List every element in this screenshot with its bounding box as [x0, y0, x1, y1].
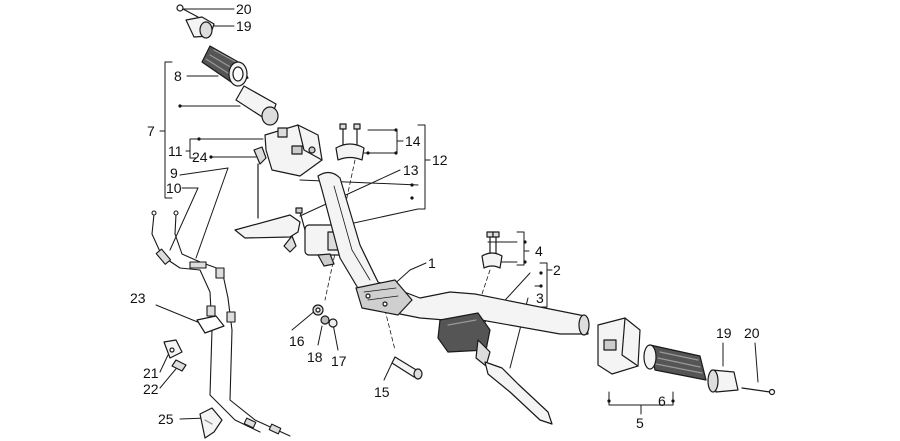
callout-14: 14 [405, 133, 421, 149]
callout-20-right: 20 [744, 325, 760, 341]
left-brake-lever [234, 214, 301, 253]
left-grip [201, 45, 249, 87]
right-grip [643, 344, 707, 381]
callout-18: 18 [307, 349, 323, 365]
callout-19-top: 19 [236, 18, 252, 34]
bar-end-weight-right [707, 369, 739, 393]
right-brake-lever [484, 361, 553, 425]
callout-8: 8 [174, 68, 182, 84]
throttle-tube [235, 85, 279, 126]
callout-9: 9 [170, 165, 178, 181]
callout-21: 21 [143, 365, 159, 381]
handlebar-frame [317, 171, 590, 336]
callout-13: 13 [403, 162, 419, 178]
cable-tie [196, 315, 225, 334]
callout-22: 22 [143, 381, 159, 397]
bar-end-weight-screw-left [176, 4, 199, 18]
bracket-lines [159, 61, 674, 415]
cable-clip [253, 146, 267, 219]
bar-end-weight-left [185, 16, 215, 39]
callout-17: 17 [331, 353, 347, 369]
callout-4: 4 [535, 243, 543, 259]
callout-12: 12 [432, 152, 448, 168]
cable-holder [199, 407, 223, 439]
callout-11: 11 [168, 143, 183, 159]
callout-1: 1 [428, 255, 436, 271]
cable-guide-screw [171, 359, 187, 372]
callout-5: 5 [636, 415, 644, 431]
right-master-cylinder [437, 312, 491, 367]
callout-10: 10 [166, 180, 182, 196]
handlebar-bolt [391, 356, 423, 380]
callout-7: 7 [147, 123, 155, 139]
leader-dots [178, 104, 675, 403]
left-switch-housing [264, 124, 323, 177]
callout-23: 23 [130, 290, 146, 306]
callout-16: 16 [289, 333, 305, 349]
clamp-bolts [335, 123, 365, 161]
callout-2: 2 [553, 262, 561, 278]
right-switch-housing [597, 317, 641, 375]
leader-lines [155, 8, 759, 420]
callout-24: 24 [192, 149, 208, 165]
callout-20-top: 20 [236, 1, 252, 17]
callout-25: 25 [158, 411, 174, 427]
callout-3: 3 [536, 290, 544, 306]
washers [312, 304, 338, 328]
callout-19-right: 19 [716, 325, 732, 341]
callout-6: 6 [658, 393, 666, 409]
bar-end-weight-screw-right [741, 387, 776, 396]
callout-15: 15 [374, 384, 390, 400]
control-cables [151, 210, 291, 437]
right-clamp [481, 231, 503, 269]
cable-guide [163, 339, 183, 359]
